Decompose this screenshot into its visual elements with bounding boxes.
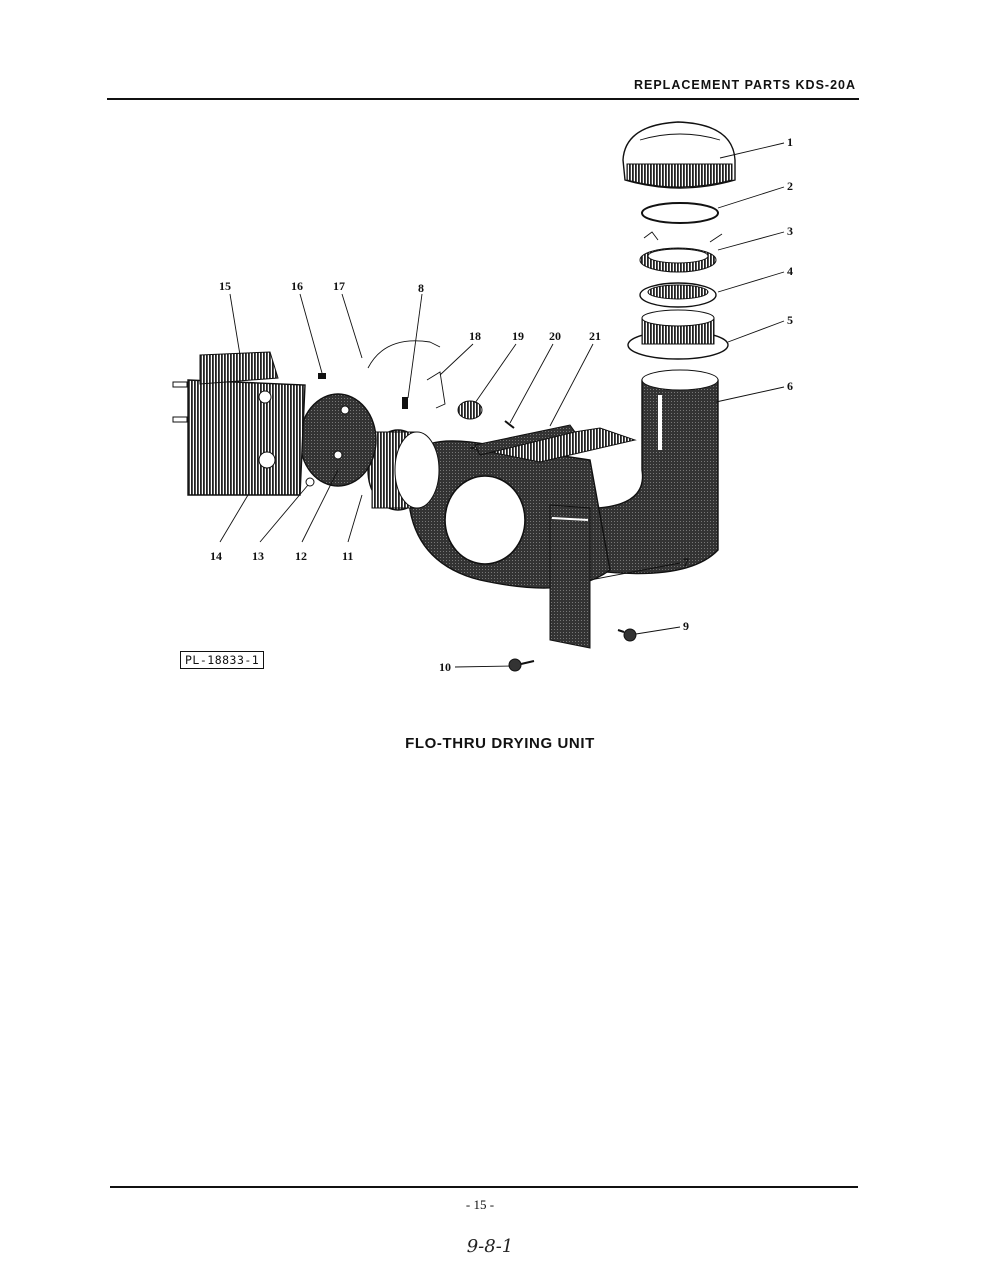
part-12-13-motor [299,393,377,487]
part-5-collar [627,309,729,360]
plate-id-label: PL-18833-1 [180,651,265,669]
callout-5: 5 [787,313,793,327]
bottom-rule [110,1186,858,1188]
callout-10: 10 [439,660,451,674]
part-21-bracket [474,424,576,456]
part-18-bracket [426,371,446,409]
part-10-screw [508,658,535,672]
header-title: REPLACEMENT PARTS KDS-20A [633,78,856,92]
callout-16: 16 [291,279,303,293]
exploded-parts-diagram: 1 2 3 4 5 6 7 8 9 10 11 12 13 14 15 16 1… [172,121,793,674]
part-3-clamp [639,231,723,273]
handwritten-note: 9-8-1 [466,1236,514,1257]
callout-17: 17 [333,279,345,293]
callout-12: 12 [295,549,307,563]
part-7-plate [549,504,591,649]
callout-6: 6 [787,379,793,393]
callout-19: 19 [512,329,524,343]
callout-14: 14 [210,549,222,563]
part-14-panel [187,379,306,496]
part-20-screw [504,420,515,429]
part-16-clip [318,373,326,379]
callout-15: 15 [219,279,231,293]
callout-9: 9 [683,619,689,633]
part-11-wheel [367,429,440,511]
page-number: - 15 - [465,1197,495,1212]
part-2-gasket [641,202,719,224]
figure-caption: FLO-THRU DRYING UNIT [405,735,595,752]
callout-13: 13 [252,549,264,563]
callout-1: 1 [787,135,793,149]
callout-7: 7 [683,555,689,569]
callout-21: 21 [589,329,601,343]
callout-20: 20 [549,329,561,343]
leader-lines [219,142,785,668]
callout-numbers: 1 2 3 4 5 6 7 8 9 10 11 12 13 14 15 16 1… [210,135,793,674]
part-4-ring [639,282,717,308]
top-rule [107,98,859,100]
part-15-switch [172,351,279,423]
callout-2: 2 [787,179,793,193]
part-8-terminal [402,397,408,409]
callout-4: 4 [787,264,793,278]
part-17-wire [367,340,441,369]
callout-11: 11 [342,549,353,563]
callout-8: 8 [418,281,424,295]
part-19-thermostat [457,400,483,420]
callout-3: 3 [787,224,793,238]
part-9-screw [617,628,637,642]
part-1-cap [622,121,736,189]
callout-18: 18 [469,329,481,343]
